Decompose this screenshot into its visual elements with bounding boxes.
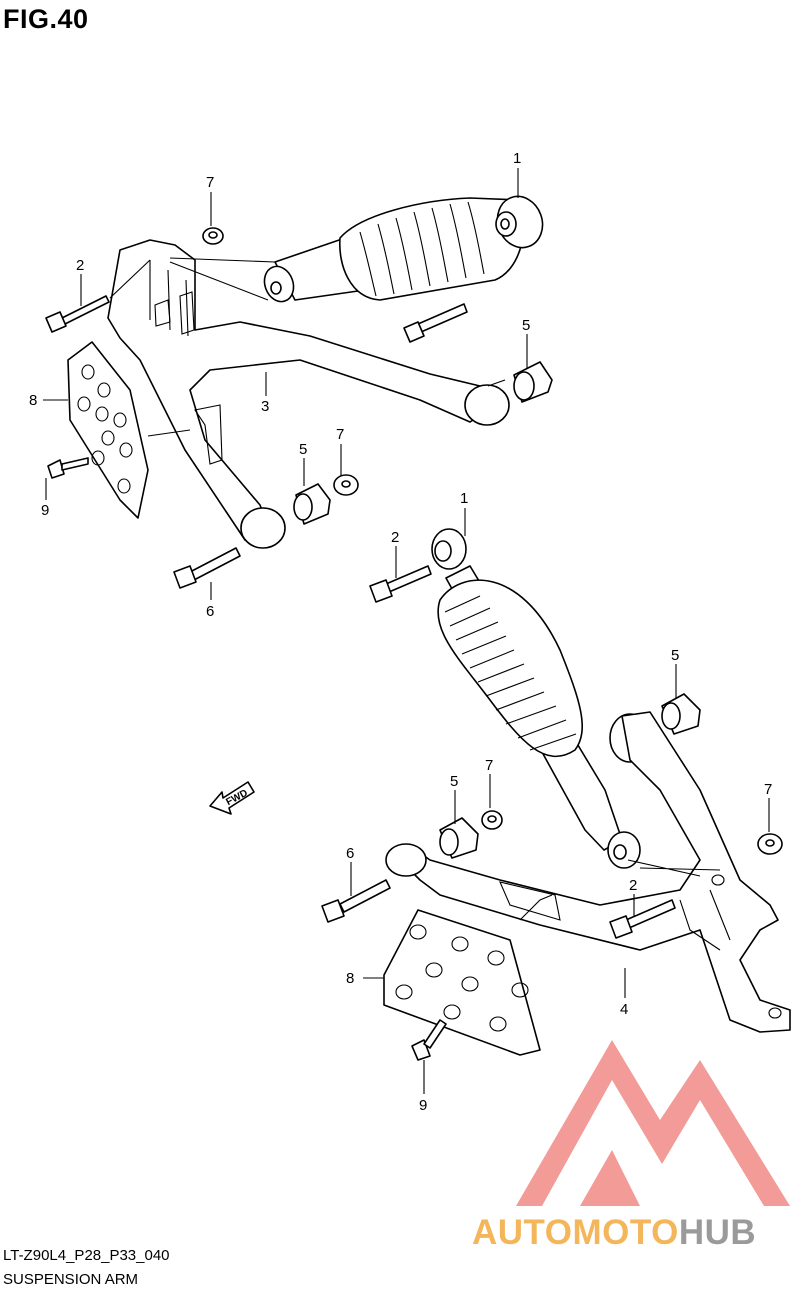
bolt-lower-left — [321, 879, 391, 923]
bolt-upper-mid — [403, 303, 468, 343]
screw-upper — [47, 457, 89, 479]
washer-upper-top — [202, 227, 224, 245]
screw-lower — [411, 1019, 447, 1061]
bushing-lower-mid — [439, 817, 479, 859]
bushing-lower-top — [661, 693, 701, 735]
callout-lower-shock: 1 — [460, 490, 468, 507]
callout-lower-bushing-mid: 5 — [450, 773, 458, 790]
fwd-arrow-icon: FWD — [209, 781, 255, 815]
callout-upper-washer-top: 7 — [206, 174, 214, 191]
washer-upper-mid — [333, 474, 359, 496]
figure-code: LT-Z90L4_P28_P33_040 — [3, 1247, 170, 1264]
callout-upper-arm: 3 — [261, 398, 269, 415]
figure-caption: SUSPENSION ARM — [3, 1271, 139, 1288]
foot-plate-lower — [383, 909, 541, 1056]
callout-upper-bolt-lower: 6 — [206, 603, 214, 620]
bolt-upper-top — [45, 295, 110, 333]
callout-lower-bolt-bracket: 2 — [629, 877, 637, 894]
callout-lower-washer-mid: 7 — [485, 757, 493, 774]
callout-lower-plate: 8 — [346, 970, 354, 987]
foot-plate-upper — [67, 341, 149, 519]
callout-upper-bushing-mid: 5 — [299, 441, 307, 458]
bushing-upper-mid — [293, 483, 331, 525]
callout-lower-washer-right: 7 — [764, 781, 772, 798]
shock-absorber-upper — [263, 195, 544, 303]
watermark-word-a: AUTOMOTO — [472, 1213, 679, 1252]
assembly-guide-lines-upper — [109, 257, 506, 437]
assembly-guide-lines-lower — [519, 859, 721, 921]
washer-lower-mid — [481, 810, 503, 830]
callout-upper-washer-mid: 7 — [336, 426, 344, 443]
automotohub-logo-icon — [516, 1040, 790, 1206]
bushing-upper-right — [513, 361, 553, 403]
suspension-arm-lower — [385, 711, 791, 1033]
fwd-label: FWD — [224, 788, 249, 808]
callout-upper-screw: 9 — [41, 502, 49, 519]
callout-upper-shock: 1 — [513, 150, 521, 167]
callout-lower-bolt-left: 6 — [346, 845, 354, 862]
bolt-lower-bracket — [609, 899, 676, 939]
shock-absorber-lower — [431, 528, 641, 869]
callout-lower-bushing-top: 5 — [671, 647, 679, 664]
watermark-word-b: HUB — [678, 1213, 757, 1252]
callout-lower-screw: 9 — [419, 1097, 427, 1114]
watermark-text: AUTOMOTOHUB — [472, 1213, 756, 1253]
callout-lower-arm: 4 — [620, 1001, 628, 1018]
washer-lower-right — [757, 833, 783, 855]
callout-upper-plate: 8 — [29, 392, 37, 409]
leader-lines — [43, 168, 770, 1094]
bolt-upper-lower — [173, 547, 241, 589]
suspension-arm-upper — [107, 239, 510, 549]
callout-lower-bolt-top: 2 — [391, 529, 399, 546]
bolt-lower-top — [369, 565, 432, 603]
callout-upper-bushing-right: 5 — [522, 317, 530, 334]
callout-upper-bolt-top: 2 — [76, 257, 84, 274]
figure-title: FIG.40 — [3, 4, 89, 34]
